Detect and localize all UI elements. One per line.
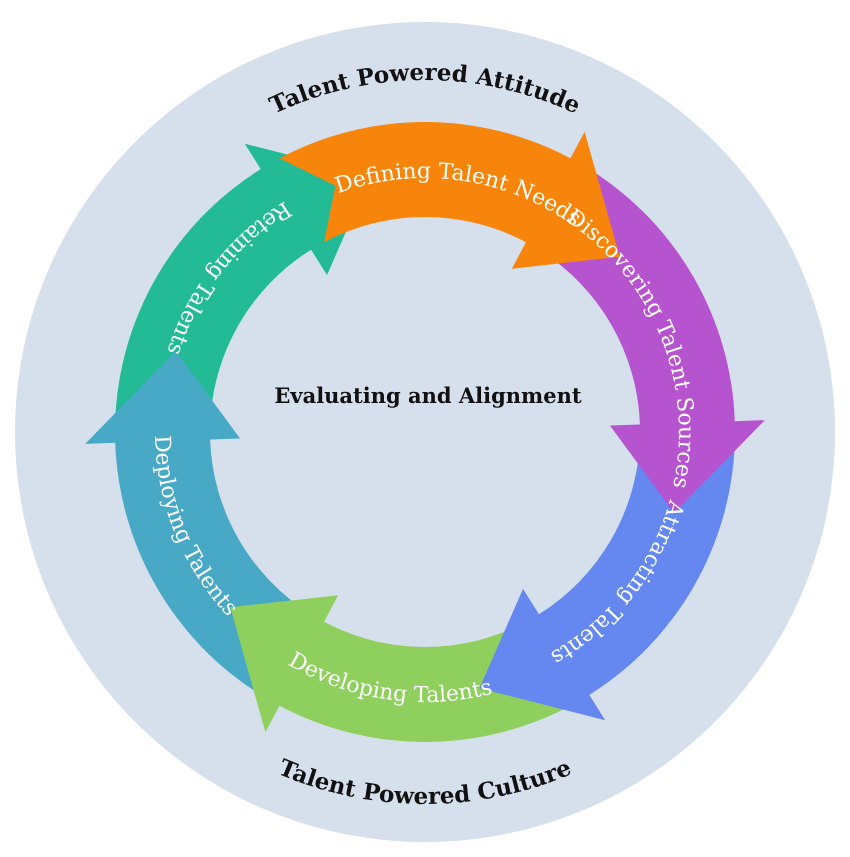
cycle-arrows	[85, 122, 765, 742]
cycle-arrow-4	[230, 595, 571, 742]
cycle-arrow-1	[279, 122, 620, 269]
center-label: Evaluating and Alignment	[274, 383, 582, 408]
cycle-arrow-6	[115, 143, 371, 425]
cycle-arrow-3	[479, 439, 735, 721]
